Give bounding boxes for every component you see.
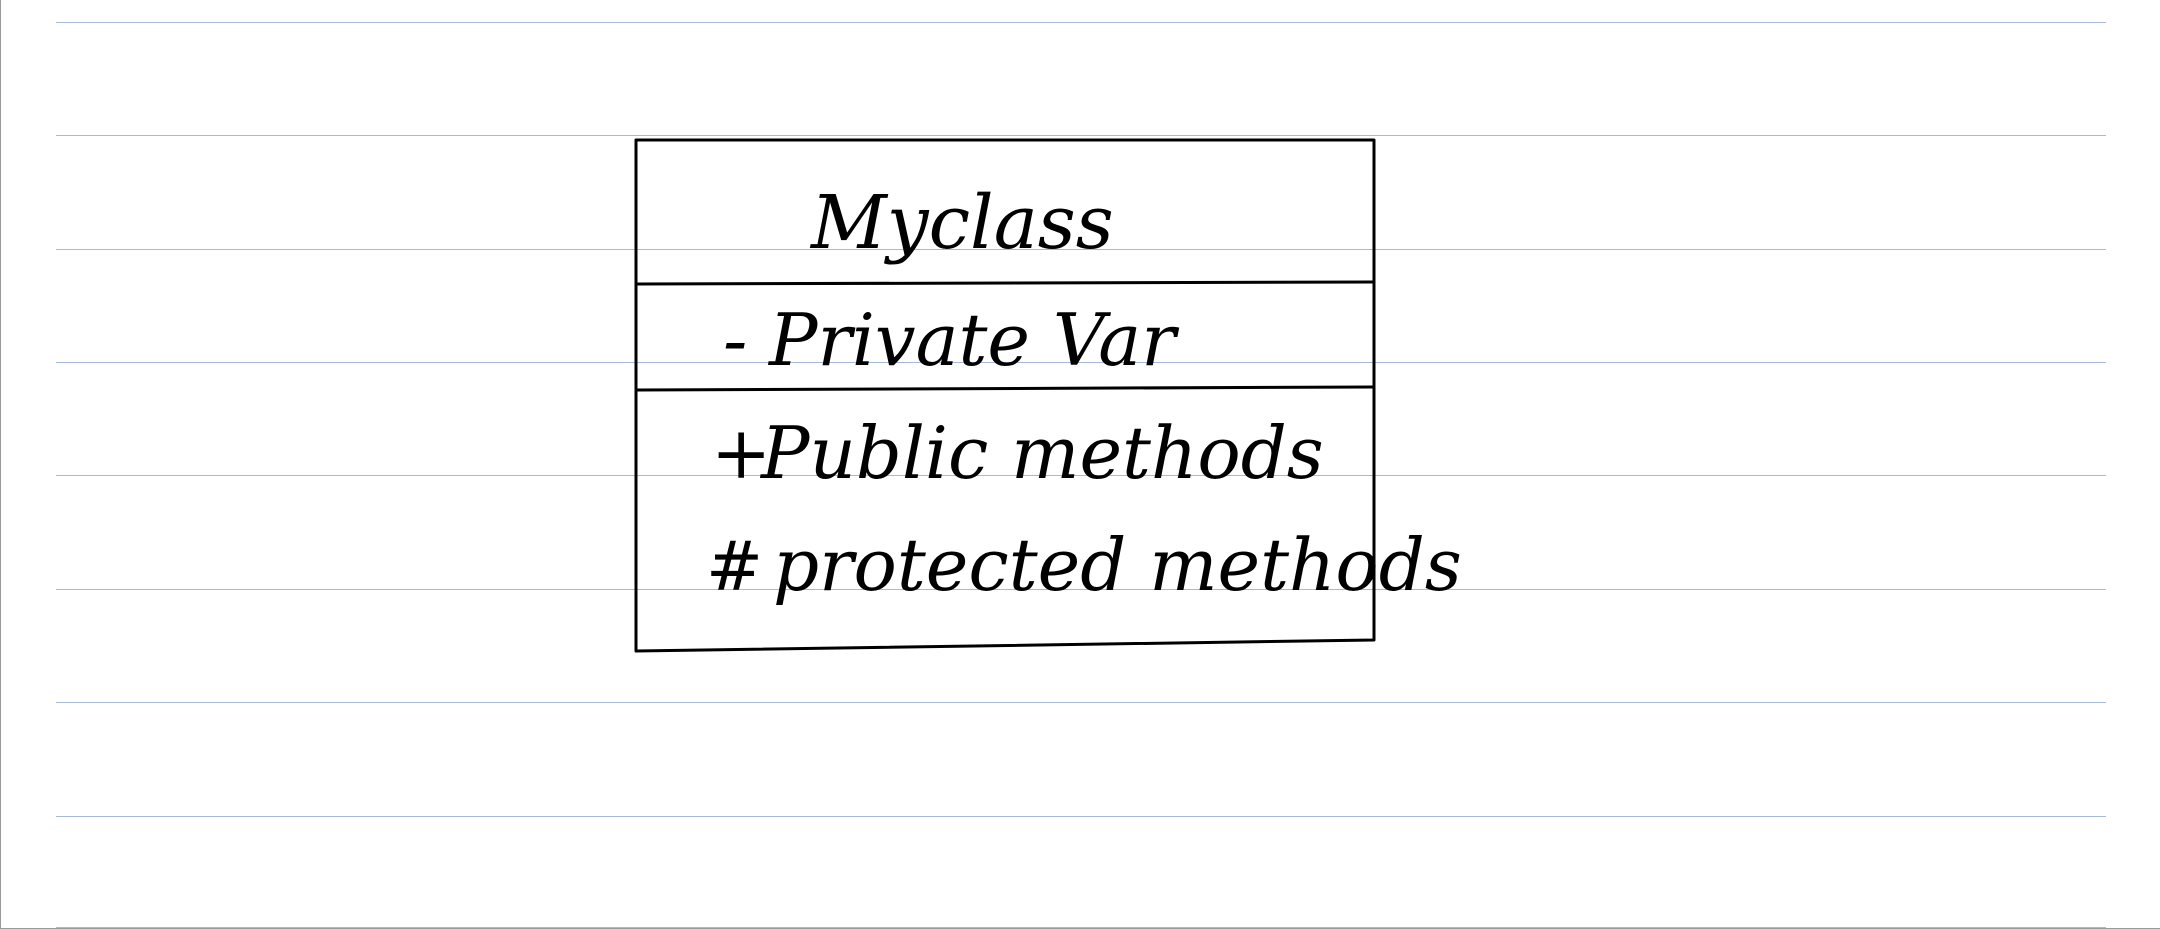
ruled-line xyxy=(56,249,2106,250)
ruled-line xyxy=(56,702,2106,703)
class-box-outline xyxy=(634,138,1376,653)
ruled-line xyxy=(56,589,2106,590)
ruled-line xyxy=(56,22,2106,23)
ruled-line xyxy=(56,362,2106,363)
attribute-name: Private Var xyxy=(767,298,1179,382)
method-visibility-protected: # xyxy=(706,528,763,607)
attribute-visibility: - xyxy=(723,298,747,382)
name-attribute-separator xyxy=(635,280,1375,286)
class-name: Myclass xyxy=(809,180,1114,266)
method-visibility-public: + xyxy=(711,411,771,495)
method-name-public: Public methods xyxy=(759,411,1324,495)
ruled-line xyxy=(56,135,2106,136)
ruled-line xyxy=(56,475,2106,476)
attribute-method-separator xyxy=(635,385,1375,392)
method-name-protected: protected methods xyxy=(773,523,1462,607)
ruled-line xyxy=(56,816,2106,817)
ruled-line xyxy=(56,927,2106,928)
